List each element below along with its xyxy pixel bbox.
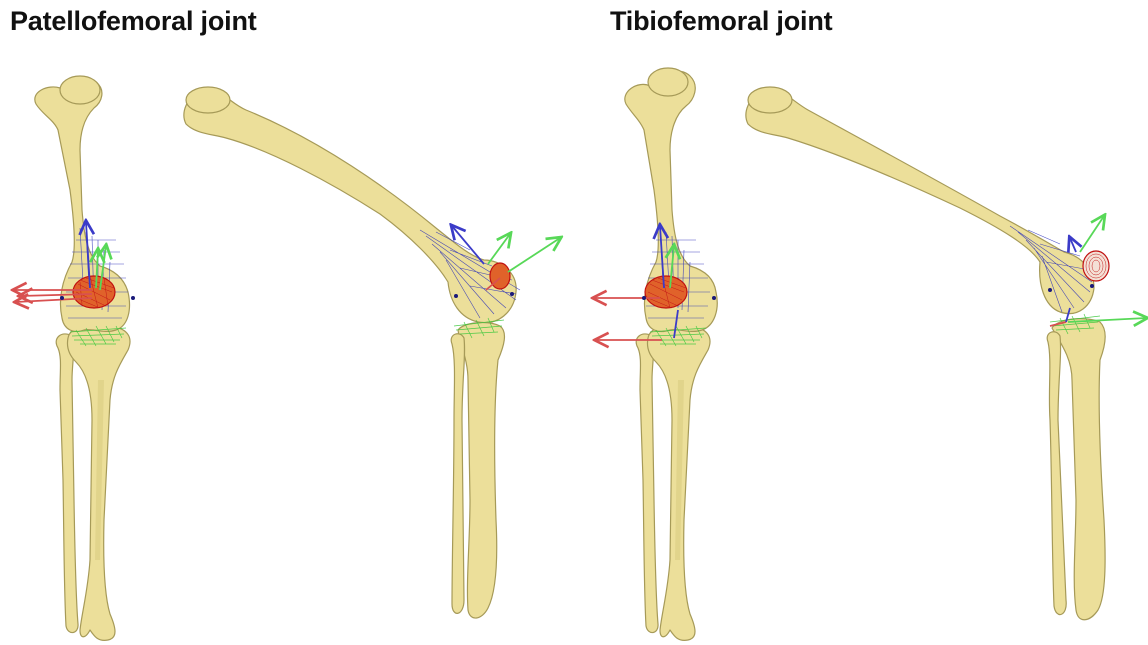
landmark [1048,288,1052,292]
fibula [451,334,464,614]
patella [1083,251,1109,281]
femoral-head [186,87,230,113]
femoral-head [648,68,688,96]
fibula [636,334,658,633]
pf-front-view [14,76,135,640]
femoral-head [748,87,792,113]
landmark [131,296,135,300]
landmark [60,296,64,300]
landmark [454,294,458,298]
fibula [1047,332,1066,615]
landmark [712,296,716,300]
tf-side-view [746,87,1146,620]
pf-side-view [184,87,560,618]
tf-front-view [594,68,717,640]
femoral-head [60,76,100,104]
femur [184,90,516,323]
landmark [642,296,646,300]
landmark [1090,284,1094,288]
fibula [56,334,78,633]
femur [746,90,1094,314]
tibia [458,323,504,619]
landmark [510,292,514,296]
